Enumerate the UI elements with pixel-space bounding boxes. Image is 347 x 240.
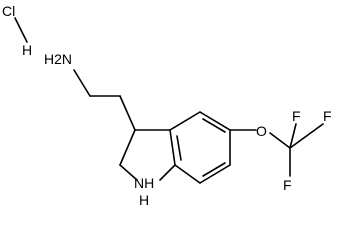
bond-c4-c5 — [199, 111, 231, 131]
atom-oxygen: O — [256, 123, 267, 139]
bond-c7a-c3a — [169, 129, 176, 166]
atom-f-top-right: F — [323, 108, 332, 124]
atom-f-top-left: F — [292, 108, 301, 124]
bond-h-cl — [14, 17, 28, 43]
bond-c2-n1 — [119, 164, 138, 181]
bond-c3-c2 — [119, 129, 136, 166]
bond-c-f-top-right — [289, 123, 324, 149]
bond-c3a-c4 — [169, 111, 201, 131]
atom-h-hcl: H — [22, 42, 32, 58]
atom-nh-h: H — [139, 192, 149, 208]
bond-c6-c7-inner — [202, 162, 226, 177]
bond-c7-c7a — [174, 164, 201, 184]
atom-amine: H2N — [44, 51, 72, 67]
bond-c7a-c3a-inner — [176, 135, 182, 161]
bond-n1-c7a — [159, 164, 176, 181]
bond-c-f-top-left — [289, 123, 297, 149]
bond-c4-c5-inner — [202, 118, 226, 133]
bond-c6-c7 — [199, 164, 231, 184]
atom-cl: Cl — [2, 3, 15, 19]
chemical-structure: Cl H H2N NH H O F F F — [2, 3, 332, 208]
bond-o-c — [269, 132, 291, 149]
atom-nh: NH — [134, 175, 154, 191]
bond-n-ch2 — [73, 69, 91, 97]
atom-f-bottom: F — [283, 177, 292, 193]
bond-ch2-c3 — [119, 95, 136, 131]
